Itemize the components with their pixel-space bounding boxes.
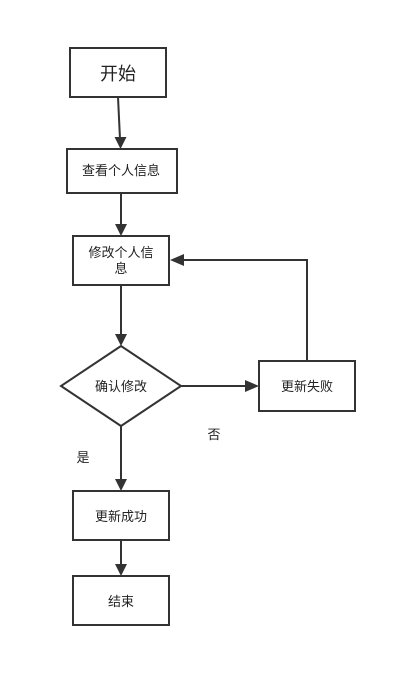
node-end-label: 结束 (108, 595, 134, 610)
node-start: 开始 (69, 47, 167, 98)
node-update-fail-label: 更新失败 (281, 379, 333, 395)
node-view-info-label: 查看个人信息 (82, 163, 160, 179)
node-edit-info-label-line1: 修改个人信 (88, 246, 153, 261)
edge-success-to-end (115, 540, 127, 576)
node-update-fail: 更新失败 (258, 360, 356, 412)
node-update-success: 更新成功 (72, 490, 170, 541)
edge-label-yes: 是 (76, 451, 89, 466)
node-confirm: 确认修改 (59, 344, 183, 428)
edge-fail-to-edit (170, 254, 308, 361)
node-edit-info: 修改个人信 息 (72, 235, 170, 286)
edge-edit-to-confirm (115, 285, 127, 346)
node-end: 结束 (72, 575, 170, 626)
node-update-success-label: 更新成功 (95, 509, 147, 525)
edge-confirm-to-fail (181, 380, 259, 392)
edge-label-no: 否 (207, 428, 220, 443)
edge-confirm-to-success (115, 426, 127, 491)
node-start-label: 开始 (100, 64, 136, 85)
node-view-info: 查看个人信息 (66, 148, 178, 194)
edge-start-to-view (114, 96, 127, 149)
node-edit-info-label-line2: 息 (114, 261, 127, 277)
node-confirm-label: 确认修改 (95, 380, 147, 395)
edge-view-to-edit (115, 193, 127, 236)
